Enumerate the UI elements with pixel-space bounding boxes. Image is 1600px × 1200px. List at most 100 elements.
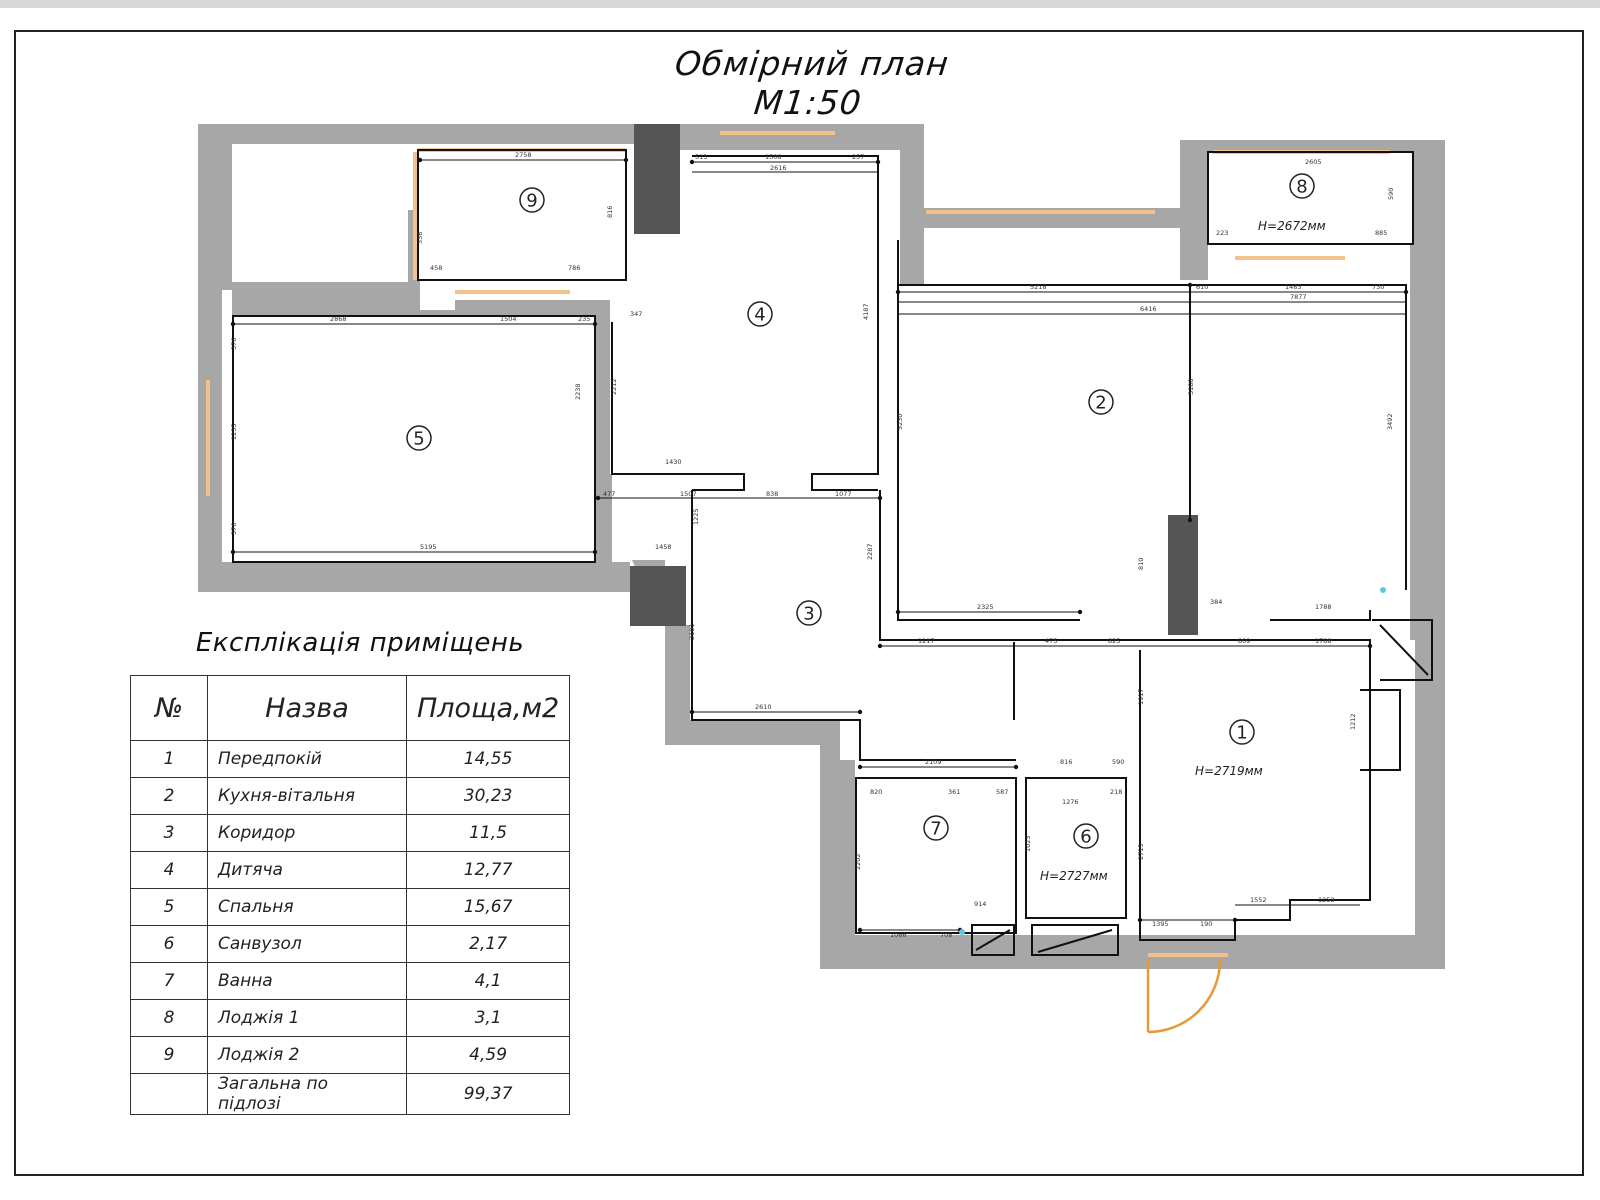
dim-label: 590	[1387, 188, 1395, 200]
row-area: 99,37	[405, 1073, 571, 1115]
explication-title: Експлікація приміщень	[195, 628, 525, 658]
row-name: Загальна по підлозі	[207, 1073, 407, 1115]
dim-label: 2212	[610, 378, 618, 395]
dim-label: 458	[430, 264, 442, 272]
dim-label: 730	[1372, 283, 1384, 291]
header-name: Назва	[207, 675, 407, 741]
wall-loggia9-top	[198, 124, 678, 144]
dim-label: 475	[1045, 637, 1057, 645]
row-name: Лоджія 1	[207, 999, 407, 1037]
table-row: 1 Передпокій 14,55	[130, 740, 571, 778]
room-marker-5: 5	[406, 425, 432, 451]
dim-label: 361	[948, 788, 960, 796]
row-area: 15,67	[405, 888, 571, 926]
dim-label: 1217	[918, 637, 935, 645]
dim-label: 590	[1112, 758, 1124, 766]
dim-label: 2101	[688, 623, 696, 640]
row-name: Спальня	[207, 888, 407, 926]
room-fills	[233, 150, 1415, 935]
row-area: 12,77	[405, 851, 571, 889]
dim-label: 1253	[1318, 896, 1335, 904]
row-area: 14,55	[405, 740, 571, 778]
row-area: 2,17	[405, 925, 571, 963]
dim-label: 825	[1108, 637, 1120, 645]
height-label-room8: H=2672мм	[1258, 219, 1326, 233]
dim-label: 2109	[925, 758, 942, 766]
room-marker-6: 6	[1073, 823, 1099, 849]
svg-text:2: 2	[1095, 393, 1106, 414]
table-row: 7 Ванна 4,1	[130, 962, 571, 1000]
room-marker-4: 4	[747, 301, 773, 327]
row-area: 30,23	[405, 777, 571, 815]
dim-label: 2238	[574, 383, 582, 400]
dim-label: 885	[1375, 229, 1387, 237]
dim-label: 1276	[1062, 798, 1079, 806]
wall-south	[820, 935, 1445, 969]
wall-corridor-west	[632, 560, 855, 935]
dim-label: 376	[230, 523, 238, 535]
row-no: 9	[130, 1036, 208, 1074]
dim-label: 384	[1210, 598, 1222, 606]
row-name: Ванна	[207, 962, 407, 1000]
dim-label: 1917	[1137, 688, 1145, 705]
column-corridor	[630, 566, 686, 626]
dim-label: 708	[940, 931, 952, 939]
dim-label: 838	[766, 490, 778, 498]
row-no: 8	[130, 999, 208, 1037]
dim-label: 1552	[1250, 896, 1267, 904]
room-markers: 1 2 3 4 5 6 7 8	[406, 173, 1315, 849]
row-no: 5	[130, 888, 208, 926]
table-row: 9 Лоджія 2 4,59	[130, 1036, 571, 1074]
top-strip	[0, 0, 1600, 8]
dim-label: 914	[974, 900, 986, 908]
row-no: 1	[130, 740, 208, 778]
height-label-room6: H=2727мм	[1040, 869, 1108, 883]
table-row: 3 Коридор 11,5	[130, 814, 571, 852]
table-row: 6 Санвузол 2,17	[130, 925, 571, 963]
dim-label: 786	[568, 264, 580, 272]
dim-label: 5230	[896, 413, 904, 430]
svg-text:9: 9	[526, 191, 537, 212]
dim-label: 2758	[515, 151, 532, 159]
dim-label: 257	[852, 153, 864, 161]
dimension-labels: 2758 816 336 458 786 513 1508 257 2616 4…	[230, 151, 1395, 939]
dim-label: 809	[1238, 637, 1250, 645]
room-marker-2: 2	[1088, 389, 1114, 415]
dim-label: 218	[1110, 788, 1122, 796]
dim-label: 7877	[1290, 293, 1307, 301]
room-marker-3: 3	[796, 600, 822, 626]
wall-bedroom-south	[198, 562, 630, 592]
height-label-room1: H=2719мм	[1195, 764, 1263, 778]
row-no: 7	[130, 962, 208, 1000]
dim-label: 1066	[890, 931, 907, 939]
dim-label: 810	[1137, 558, 1145, 570]
dim-label: 1483	[1285, 283, 1302, 291]
dim-label: 5195	[420, 543, 437, 551]
dim-label: 3492	[1386, 413, 1394, 430]
row-name: Передпокій	[207, 740, 407, 778]
dim-label: 1225	[692, 508, 700, 525]
column-north	[634, 124, 680, 234]
dim-label: 816	[1060, 758, 1072, 766]
table-row: 5 Спальня 15,67	[130, 888, 571, 926]
wall-north-kitchen-b	[678, 124, 924, 150]
table-header-row: № Назва Площа,м2	[130, 675, 571, 741]
dim-label: 513	[695, 153, 707, 161]
table-row-total: Загальна по підлозі 99,37	[130, 1073, 571, 1115]
header-area: Площа,м2	[405, 675, 571, 741]
dim-label: 336	[416, 232, 424, 244]
wall-loggia8-left	[1180, 140, 1208, 280]
dim-label: 5218	[1030, 283, 1047, 291]
dim-label: 1212	[1349, 713, 1357, 730]
row-name: Коридор	[207, 814, 407, 852]
dim-label: 2605	[1305, 158, 1322, 166]
height-labels: H=2719мм H=2727мм H=2672мм	[1040, 219, 1326, 883]
table-row: 8 Лоджія 1 3,1	[130, 999, 571, 1037]
dim-label: 1023	[1024, 835, 1032, 852]
room-marker-1: 1	[1229, 719, 1255, 745]
row-no	[130, 1073, 208, 1115]
room-marker-7: 7	[923, 815, 949, 841]
row-name: Дитяча	[207, 851, 407, 889]
dim-label: 2868	[330, 315, 347, 323]
